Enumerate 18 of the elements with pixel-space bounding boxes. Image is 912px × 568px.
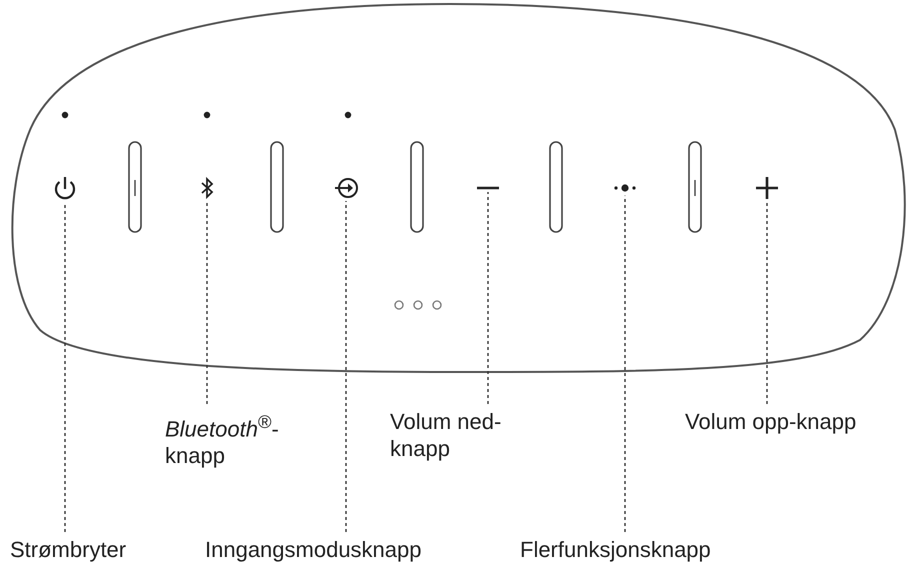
leader-line (487, 192, 489, 404)
input-icon (335, 178, 358, 198)
bluetooth-icon (201, 176, 214, 200)
leader-line (206, 201, 208, 404)
callout-label: Volum ned- knapp (390, 408, 515, 462)
leader-line (766, 203, 768, 404)
callout-label: Volum opp-knapp (685, 408, 856, 435)
minus-icon (477, 186, 499, 190)
callout-label: Bluetooth$^{®}$- knapp (165, 408, 290, 470)
multifunction-icon (614, 184, 636, 192)
plus-icon (756, 177, 778, 199)
leader-line (624, 196, 626, 532)
power-icon (54, 177, 76, 200)
callout-label: Strømbryter (10, 536, 126, 563)
leader-line (64, 202, 66, 532)
callout-label: Inngangsmodusknapp (205, 536, 422, 563)
callout-label: Flerfunksjonsknapp (520, 536, 711, 563)
leader-line (345, 201, 347, 532)
